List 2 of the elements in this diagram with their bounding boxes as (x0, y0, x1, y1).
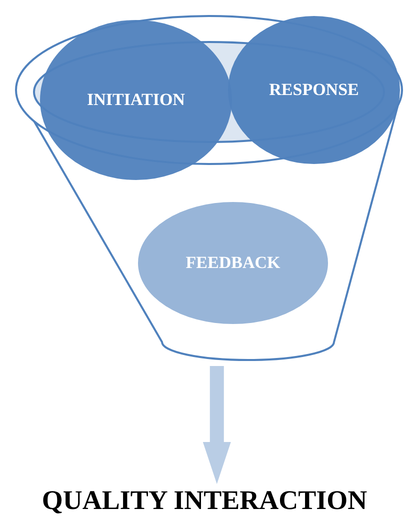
result-title: QUALITY INTERACTION (0, 484, 409, 516)
arrow (202, 366, 231, 484)
